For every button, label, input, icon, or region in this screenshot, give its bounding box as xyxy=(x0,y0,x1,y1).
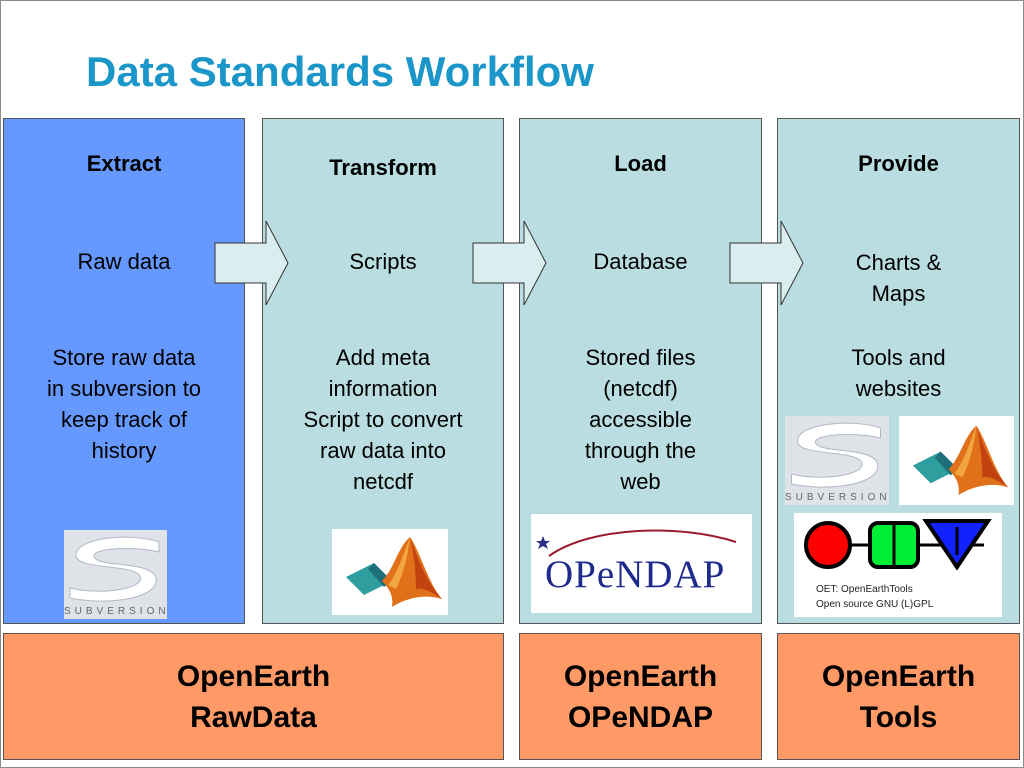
matlab-icon xyxy=(912,425,1009,496)
extract-desc-line: keep track of xyxy=(61,407,187,432)
openearthtools-logo: OET: OpenEarthTools Open source GNU (L)G… xyxy=(794,513,1002,617)
matlab-logo xyxy=(899,416,1014,505)
subversion-icon xyxy=(791,422,881,488)
provide-description: Tools and websites xyxy=(778,342,1019,404)
footer-line: OpenEarth xyxy=(821,659,976,693)
arrow-right-icon xyxy=(729,220,804,306)
extract-item: Raw data xyxy=(77,249,171,274)
transform-desc-line: information xyxy=(328,376,438,401)
matlab-logo xyxy=(332,529,448,615)
load-description: Stored files (netcdf) accessible through… xyxy=(520,342,761,497)
load-desc-line: Stored files xyxy=(585,345,696,370)
oet-icon xyxy=(804,519,992,571)
subversion-logo-text: SUBVERSION xyxy=(64,606,167,617)
transform-desc-line: Script to convert xyxy=(303,407,463,432)
provide-item-line: Charts & xyxy=(855,250,942,275)
provide-item: Charts & Maps xyxy=(778,247,1019,309)
extract-desc-line: in subversion to xyxy=(46,376,202,401)
footer-line: RawData xyxy=(190,700,317,734)
footer-openearth-rawdata: OpenEarth RawData xyxy=(3,633,504,760)
matlab-icon xyxy=(346,537,442,607)
provide-item-line: Maps xyxy=(871,281,926,306)
load-desc-line: (netcdf) xyxy=(603,376,678,401)
slide-title: Data Standards Workflow xyxy=(86,48,594,95)
oet-logo-line1: OET: OpenEarthTools xyxy=(816,584,913,595)
arrow-right-icon xyxy=(472,220,547,306)
provide-heading: Provide xyxy=(858,151,939,176)
load-heading: Load xyxy=(614,151,667,176)
extract-desc-line: history xyxy=(91,438,157,463)
load-desc-line: accessible xyxy=(589,407,692,432)
subversion-logo: SUBVERSION xyxy=(64,530,167,619)
provide-desc-line: websites xyxy=(855,376,942,401)
extract-heading: Extract xyxy=(86,151,162,176)
transform-desc-line: netcdf xyxy=(353,469,413,494)
footer-openearth-tools: OpenEarth Tools xyxy=(777,633,1020,760)
opendap-logo: OPeNDAP xyxy=(531,514,752,613)
transform-desc-line: raw data into xyxy=(320,438,446,463)
load-desc-line: through the xyxy=(584,438,697,463)
extract-desc-line: Store raw data xyxy=(52,345,196,370)
footer-line: OPeNDAP xyxy=(567,700,714,734)
transform-item: Scripts xyxy=(349,249,417,274)
subversion-icon xyxy=(69,536,160,602)
oet-logo-line2: Open source GNU (L)GPL xyxy=(816,599,934,610)
extract-description: Store raw data in subversion to keep tra… xyxy=(4,342,244,466)
transform-description: Add meta information Script to convert r… xyxy=(263,342,503,497)
opendap-logo-text: OPeNDAP xyxy=(545,553,726,596)
provide-desc-line: Tools and xyxy=(851,345,946,370)
load-desc-line: web xyxy=(620,469,661,494)
footer-line: OpenEarth xyxy=(563,659,718,693)
opendap-icon xyxy=(536,529,737,557)
footer-line: Tools xyxy=(859,700,938,734)
footer-openearth-opendap: OpenEarth OPeNDAP xyxy=(519,633,762,760)
transform-desc-line: Add meta xyxy=(335,345,431,370)
arrow-right-icon xyxy=(214,220,289,306)
footer-line: OpenEarth xyxy=(176,659,331,693)
load-item: Database xyxy=(593,249,688,274)
subversion-logo: SUBVERSION xyxy=(785,416,889,505)
subversion-logo-text: SUBVERSION xyxy=(785,492,889,503)
transform-heading: Transform xyxy=(329,155,437,180)
